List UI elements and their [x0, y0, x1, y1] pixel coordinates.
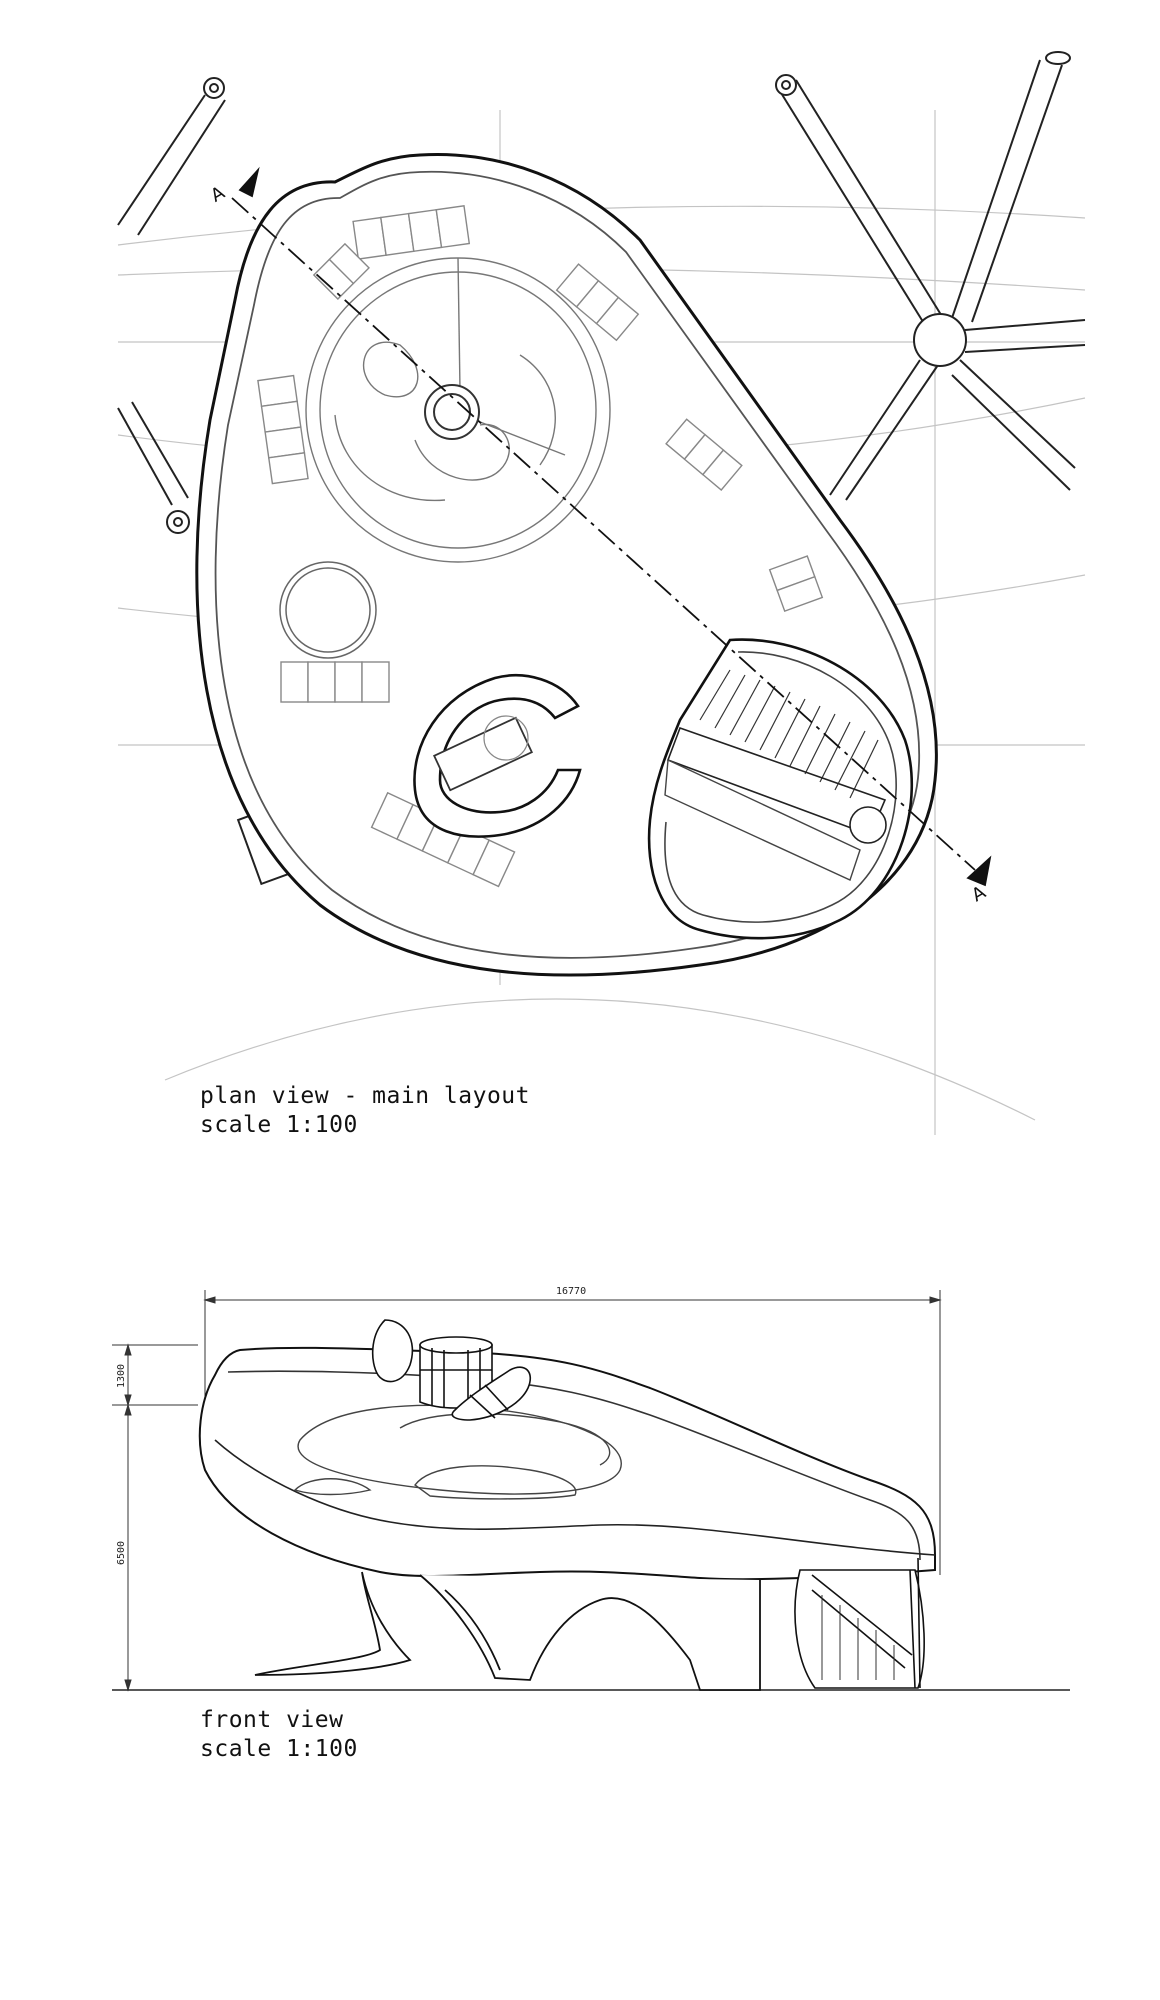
section-marker-end: A — [968, 882, 990, 907]
front-stair — [794, 1557, 925, 1689]
front-body — [198, 1346, 936, 1581]
dimension-lines — [112, 1290, 942, 1692]
arm-lower-right-b — [951, 359, 1076, 491]
plan-view-scale: scale 1:100 — [200, 1112, 358, 1138]
structural-arms — [117, 51, 1086, 534]
central-column — [424, 384, 480, 440]
arm-lower-right-a — [829, 359, 939, 501]
arm-top-left — [117, 77, 226, 236]
dimension-lower-label: 6500 — [116, 1541, 127, 1565]
upper-lounge-circle — [305, 257, 611, 563]
deck-curves — [293, 1404, 622, 1500]
front-view-drawing: 16770 1300 6500 — [112, 1286, 1070, 1692]
c-pod — [413, 674, 582, 838]
arm-top-right — [775, 74, 944, 326]
arm-horizontal-right — [964, 319, 1086, 353]
dimension-upper-label: 1300 — [116, 1364, 127, 1388]
plan-view-drawing: A A — [117, 51, 1086, 1135]
front-view-title: front view — [200, 1707, 344, 1733]
front-view-scale: scale 1:100 — [200, 1736, 358, 1762]
plan-view-title: plan view - main layout — [200, 1083, 530, 1109]
front-tower — [371, 1319, 532, 1421]
section-line — [231, 166, 992, 887]
arm-far-right — [951, 51, 1071, 323]
arm-hub — [913, 313, 967, 367]
plan-view-caption: plan view - main layout scale 1:100 — [200, 1082, 530, 1140]
front-view-caption: front view scale 1:100 — [200, 1706, 358, 1764]
front-supports — [254, 1571, 761, 1691]
stair-pod — [647, 638, 913, 940]
section-marker-start: A — [207, 182, 229, 207]
arm-bottom-left — [117, 401, 190, 534]
side-circle — [279, 561, 377, 659]
dimension-width-label: 16770 — [556, 1286, 586, 1297]
